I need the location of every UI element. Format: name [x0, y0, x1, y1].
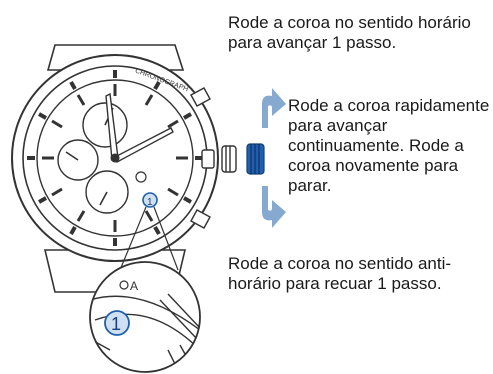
dial-marker-small	[135, 171, 147, 183]
crown-stem	[201, 145, 237, 173]
curved-arrow-forward-icon	[262, 88, 286, 128]
magnifier-leader	[119, 206, 179, 271]
magnified-dot-marker	[119, 280, 129, 290]
crown-marker-label: A	[130, 279, 138, 293]
curved-arrow-backward-icon	[262, 186, 286, 228]
instruction-clockwise: Rode a coroa no sentido horário para ava…	[228, 13, 471, 52]
magnified-marker-1	[104, 310, 130, 336]
pushers	[190, 87, 211, 229]
hour-indices	[42, 84, 188, 232]
instruction-counterclockwise: Rode a coroa no sentido anti-horário par…	[228, 254, 452, 293]
dial-marker-1	[142, 192, 158, 208]
crown-icon	[246, 143, 265, 175]
dial-marker-1-label: 1	[147, 197, 153, 208]
bezel-markings	[27, 70, 203, 246]
instruction-fast: Rode a coroa rapidamente para avançar co…	[288, 96, 490, 195]
magnified-marker-1-label: 1	[111, 314, 121, 334]
main-hands	[105, 92, 174, 163]
magnifier-circle-icon: 1 A	[89, 261, 201, 373]
